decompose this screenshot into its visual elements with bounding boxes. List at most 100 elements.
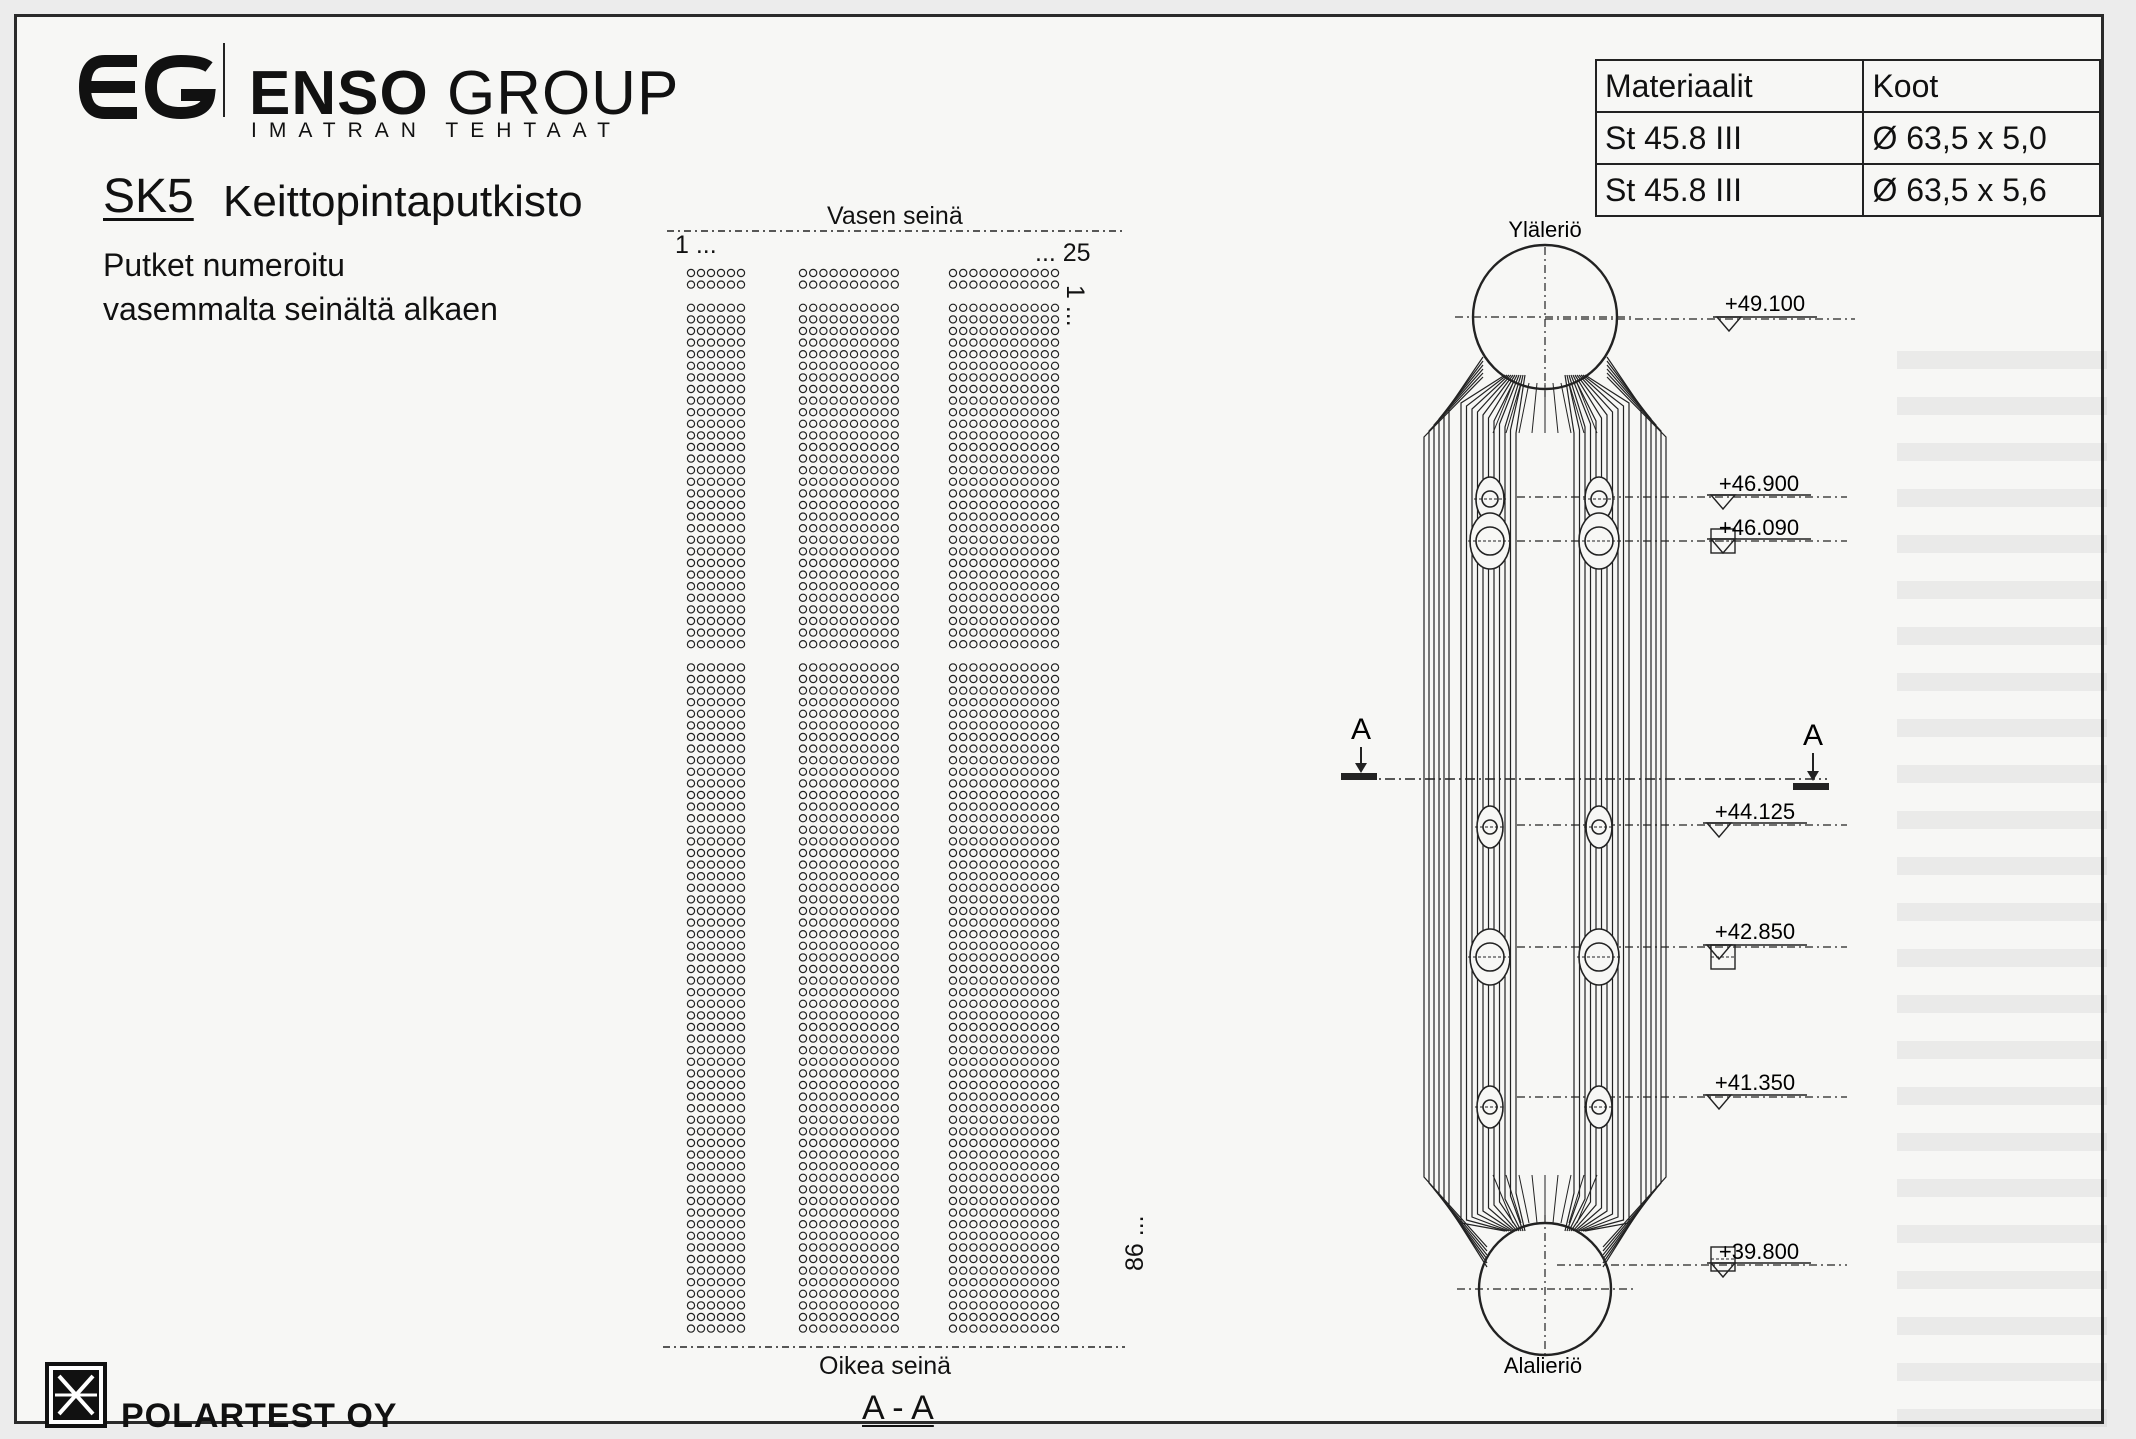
- tube-circle: [1010, 303, 1019, 313]
- tube-circle: [1040, 570, 1049, 579]
- tube-circle: [979, 918, 988, 927]
- tube-circle: [979, 616, 988, 626]
- tube-circle: [969, 1173, 978, 1183]
- tube-circle: [1030, 1254, 1039, 1264]
- tube-circle: [880, 465, 889, 475]
- tube-circle: [1050, 686, 1060, 695]
- tube-circle: [1010, 419, 1019, 428]
- tube-circle: [989, 1104, 998, 1113]
- tube-circle: [736, 1289, 746, 1299]
- tube-circle: [686, 848, 696, 858]
- tube-circle: [716, 454, 726, 463]
- tube-circle: [726, 442, 736, 452]
- tube-circle: [1030, 640, 1039, 649]
- tube-circle: [716, 616, 726, 626]
- tube-circle: [726, 964, 736, 974]
- tube-circle: [706, 663, 716, 672]
- tube-circle: [1040, 477, 1049, 486]
- tube-circle: [999, 1080, 1009, 1090]
- tube-circle: [959, 674, 968, 684]
- tube-circle: [969, 1185, 978, 1194]
- tube-circle: [726, 349, 736, 359]
- tube-circle: [686, 431, 696, 440]
- tube-circle: [808, 361, 818, 370]
- tube-circle: [849, 268, 859, 278]
- tube-circle: [948, 872, 958, 881]
- tube-circle: [859, 349, 869, 359]
- tube-circle: [736, 303, 746, 313]
- tube-circle: [1050, 477, 1060, 486]
- tube-circle: [726, 616, 736, 626]
- tube-circle: [716, 941, 726, 951]
- tube-circle: [979, 941, 988, 951]
- tube-circle: [696, 326, 706, 336]
- tube-circle: [736, 570, 746, 579]
- tube-circle: [1010, 570, 1019, 579]
- tube-circle: [1050, 1231, 1060, 1241]
- tube-circle: [959, 999, 968, 1009]
- tube-circle: [948, 1289, 958, 1299]
- tube-circle: [870, 1104, 879, 1113]
- tube-circle: [969, 1138, 978, 1148]
- tube-circle: [969, 1115, 978, 1125]
- tube-circle: [989, 373, 998, 382]
- tube-circle: [798, 558, 808, 568]
- tube-circle: [819, 547, 828, 556]
- tube-circle: [726, 280, 736, 289]
- tube-circle: [1010, 709, 1019, 718]
- tube-circle: [948, 895, 958, 904]
- tube-circle: [829, 1022, 838, 1032]
- tube-circle: [999, 524, 1009, 533]
- tube-circle: [948, 535, 958, 544]
- section-mark-right: A: [1803, 719, 1823, 752]
- tube-circle: [959, 953, 968, 962]
- tube-circle: [798, 454, 808, 463]
- tube-circle: [736, 535, 746, 544]
- tube-circle: [880, 512, 889, 521]
- tube-circle: [808, 906, 818, 916]
- tube-circle: [999, 338, 1009, 347]
- tube-circle: [726, 1220, 736, 1229]
- tube-circle: [1050, 976, 1060, 985]
- tube-circle: [979, 1138, 988, 1148]
- tube-circle: [808, 999, 818, 1009]
- tube-circle: [829, 616, 838, 626]
- tube-circle: [890, 930, 899, 939]
- tube-circle: [736, 686, 746, 695]
- tube-circle: [798, 396, 808, 405]
- tube-circle: [1050, 431, 1060, 440]
- tube-circle: [849, 570, 859, 579]
- tube-circle: [726, 570, 736, 579]
- tube-circle: [1010, 524, 1019, 533]
- tube-circle: [979, 477, 988, 486]
- tube-circle: [1020, 686, 1029, 695]
- tube-circle: [829, 326, 838, 336]
- tube-circle: [999, 814, 1009, 823]
- tube-circle: [1010, 558, 1019, 568]
- tube-circle: [829, 698, 838, 707]
- tube-circle: [1010, 1254, 1019, 1264]
- tube-circle: [999, 500, 1009, 510]
- tube-circle: [1030, 1196, 1039, 1206]
- tube-circle: [870, 848, 879, 858]
- tube-circle: [969, 1022, 978, 1032]
- tube-circle: [948, 1266, 958, 1275]
- tube-circle: [890, 535, 899, 544]
- tube-circle: [959, 442, 968, 452]
- tube-circle: [890, 373, 899, 382]
- tube-circle: [859, 1104, 869, 1113]
- tube-circle: [969, 1127, 978, 1136]
- tube-circle: [870, 999, 879, 1009]
- materials-cell-material: St 45.8 III: [1594, 163, 1865, 217]
- materials-cell-size: Ø 63,5 x 5,6: [1862, 163, 2101, 217]
- tube-circle: [1040, 465, 1049, 475]
- tube-circle: [829, 1324, 838, 1333]
- tube-circle: [1020, 930, 1029, 939]
- tube-circle: [686, 605, 696, 614]
- tube-circle: [849, 790, 859, 800]
- tube-circle: [969, 930, 978, 939]
- left-wall-tube: [1465, 374, 1508, 1232]
- tube-circle: [849, 721, 859, 730]
- upper-fan-tube: [1576, 382, 1598, 434]
- tube-circle: [819, 1138, 828, 1148]
